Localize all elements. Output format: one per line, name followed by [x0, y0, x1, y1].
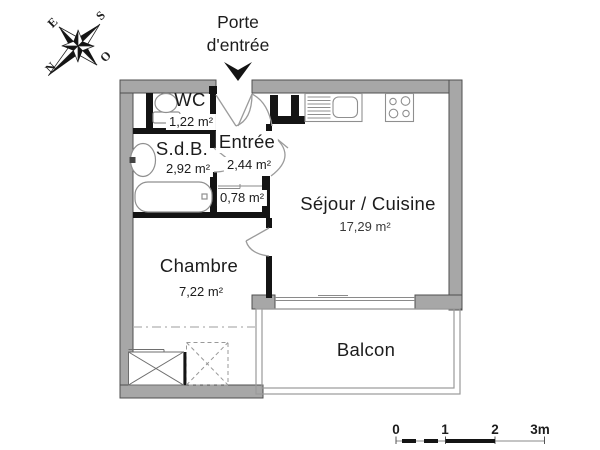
room-name-entree: Entrée: [215, 131, 279, 154]
entrance-label: Porte d'entrée: [206, 12, 270, 55]
room-name-chambre: Chambre: [159, 255, 239, 276]
room-area-sdb: 2,92 m²: [162, 161, 214, 177]
balcony-walls: [255, 308, 461, 395]
washbasin-icon: [129, 142, 157, 178]
scale-tick-3m: 3m: [530, 422, 550, 437]
room-name-sejour: Séjour / Cuisine: [300, 193, 436, 214]
room-area-chambre: 7,22 m²: [178, 284, 224, 299]
scale-tick-0: 0: [392, 422, 400, 437]
scale-tick-2: 2: [491, 422, 499, 437]
interior-partitions: [133, 86, 305, 385]
bay-window: [275, 295, 415, 301]
room-area-wc: 1,22 m²: [165, 114, 217, 130]
scale-bar: [395, 436, 545, 444]
compass-rose-icon: [47, 23, 101, 76]
room-name-wc: WC: [174, 89, 206, 110]
bathtub-icon: [134, 181, 213, 213]
closet-box-dashed: [186, 342, 229, 386]
room-area-closet: 0,78 m²: [216, 190, 268, 206]
entrance-arrow-icon: [224, 62, 252, 81]
room-area-sejour: 17,29 m²: [339, 219, 391, 234]
room-name-balcon: Balcon: [336, 339, 396, 360]
room-name-sdb: S.d.B.: [155, 138, 209, 159]
scale-tick-1: 1: [441, 422, 449, 437]
kitchen-sink-icon: [304, 92, 363, 123]
closet-door: [218, 184, 262, 189]
room-area-entree: 2,44 m²: [223, 157, 275, 173]
closet-box-solid: [128, 349, 184, 386]
stove-icon: [384, 92, 415, 123]
